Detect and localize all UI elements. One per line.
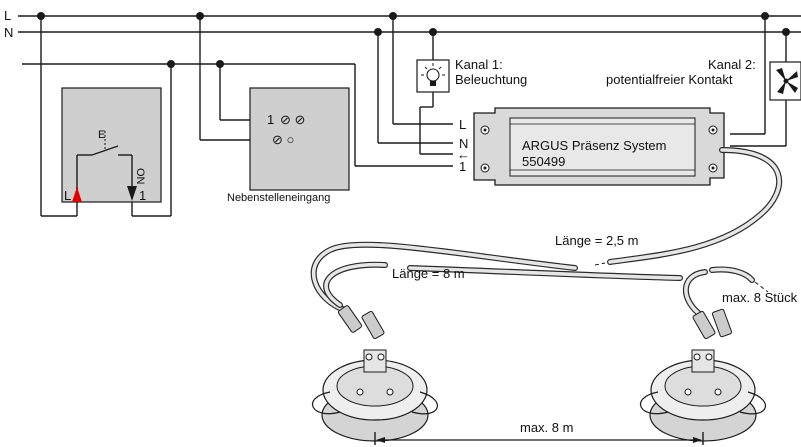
switch-terminal-l: L [64, 188, 71, 203]
sensor-right [639, 349, 766, 442]
connector-plugs [337, 305, 733, 340]
switch-on-label: ON [134, 168, 146, 185]
switch-terminal-1: 1 [139, 188, 146, 203]
dim-arrow-right-icon [693, 437, 702, 443]
channel1-title: Kanal 1: [455, 57, 503, 72]
module-terminal-arrow: ← [457, 147, 470, 162]
junction-dot [167, 60, 175, 68]
rail-n-label: N [4, 25, 13, 40]
channel2-title: Kanal 2: [708, 57, 756, 72]
switch-symbol: E [98, 129, 105, 141]
cable-length-2: Länge = 8 m [392, 266, 465, 281]
aux-terminal-1: 1 [267, 112, 274, 127]
aux-terminal-bottom: ⊘ ○ [272, 132, 294, 147]
module-article: 550499 [522, 154, 565, 169]
module-name: ARGUS Präsenz System [522, 138, 667, 153]
aux-terminal-symbols: ⊘ ⊘ [280, 112, 305, 127]
switch-box [61, 87, 162, 203]
module-terminal-1: 1 [459, 159, 466, 174]
aux-input-label: Nebenstelleneingang [227, 192, 330, 204]
argus-module [473, 107, 725, 186]
module-terminal-n: N [459, 136, 468, 151]
cable-length-1: Länge = 2,5 m [555, 233, 638, 248]
channel2-subtitle: potentialfreier Kontakt [606, 72, 733, 87]
module-terminal-l: L [459, 117, 466, 132]
aux-input-box [249, 87, 350, 191]
sensor-cables [310, 147, 783, 319]
max-distance-label: max. 8 m [520, 420, 573, 435]
cable-max-count: max. 8 Stück [722, 290, 798, 305]
down-arrow-icon [127, 186, 137, 201]
sensor-left [311, 349, 438, 442]
dim-arrow-left-icon [376, 437, 385, 443]
rail-l-label: L [4, 8, 11, 23]
channel1-subtitle: Beleuchtung [455, 72, 527, 87]
